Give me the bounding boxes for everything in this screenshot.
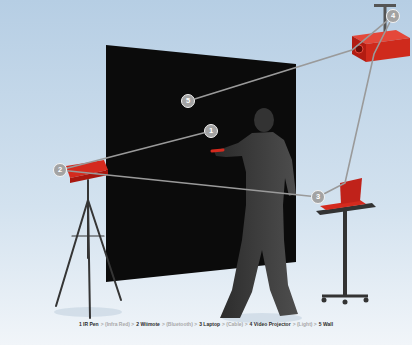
caption-link: > (Bluetooth) > [162,321,197,327]
callout-digit: 2 [58,166,62,174]
callout-number: 4 [386,9,400,23]
callout-number: 1 [204,124,218,138]
projector-front [352,36,366,62]
caption-step: 2 Wiimote [136,321,160,327]
signal-line [324,22,390,194]
tripod-shadow [54,307,122,317]
caption-link: > (Infra Red) > [101,321,135,327]
stand-wheel [364,298,369,303]
callout-digit: 1 [209,127,213,135]
callout-digit: 3 [316,193,320,201]
callout-number: 5 [181,94,195,108]
projector-lens [355,45,363,53]
caption-step: 3 Laptop [199,321,220,327]
callout-number: 3 [311,190,325,204]
caption-link: > (Light) > [293,321,317,327]
signal-line [195,20,388,98]
caption-step: 1 IR Pen [79,321,99,327]
caption-row: 1 IR Pen> (Infra Red) >2 Wiimote> (Bluet… [0,321,412,327]
caption-step: 4 Video Projector [250,321,291,327]
tripod-leg [88,200,121,300]
callout-digit: 5 [186,97,190,105]
callout-digit: 4 [391,12,395,20]
projector-side [366,38,410,62]
stand-base [322,295,368,298]
person-silhouette [214,132,298,318]
laptop-screen [340,178,362,204]
stand-wheel [322,298,327,303]
signal-line [67,133,204,168]
tripod-leg [56,200,88,306]
caption-step: 5 Wall [319,321,333,327]
stand-wheel [343,300,348,305]
tripod-leg [88,200,90,318]
tripod-brace [72,235,104,236]
person-head [254,108,274,132]
callout-number: 2 [53,163,67,177]
wiimote-side [70,170,108,183]
stand-pole [343,211,347,295]
caption-link: > (Cable) > [222,321,248,327]
signal-line [67,171,311,197]
ir-pen [212,150,223,151]
tripod [56,180,121,318]
